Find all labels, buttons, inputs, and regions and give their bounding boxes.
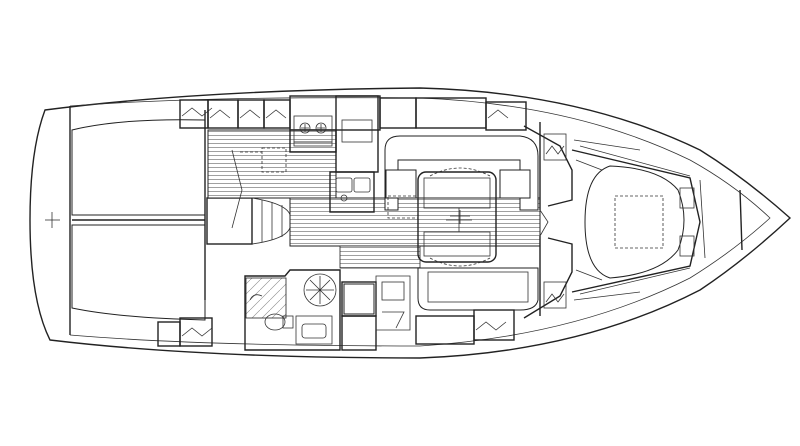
port-lockers: [157, 275, 515, 351]
saloon-settee-starboard: [384, 135, 539, 211]
aft-cabin-starboard: [71, 119, 206, 216]
forward-cabin: [543, 133, 701, 309]
hatch-outlines: [240, 147, 419, 219]
saloon-settee-port: [417, 267, 539, 311]
bulkheads: [231, 122, 573, 319]
sink-icon: [329, 171, 375, 213]
mast-step-icon: [450, 210, 470, 224]
stove-icon: [293, 115, 333, 147]
hull-outline: [29, 87, 792, 359]
saloon-floor: [207, 129, 541, 269]
heads: [244, 269, 341, 351]
table-icon: [446, 208, 472, 232]
aft-cabin-port: [71, 224, 206, 321]
companionway-steps: [206, 197, 291, 245]
starboard-lockers: [179, 97, 527, 131]
toilet-icon: [264, 313, 294, 331]
shower-drain-icon: [303, 273, 337, 307]
